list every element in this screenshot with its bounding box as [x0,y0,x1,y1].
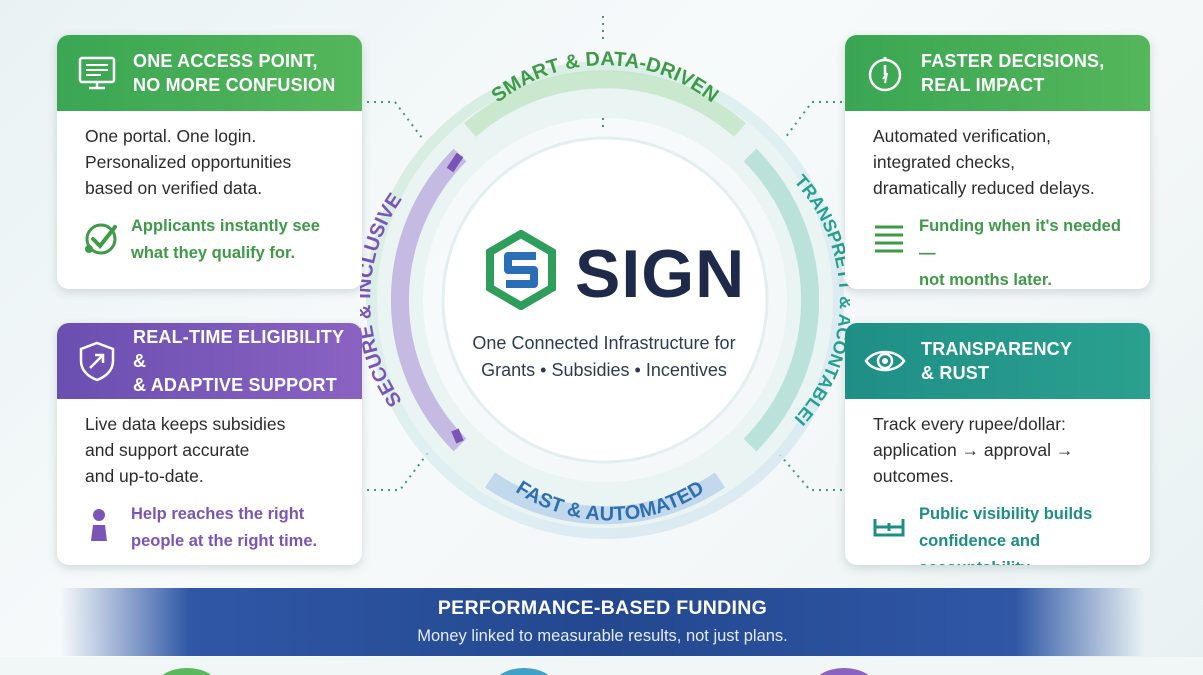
measure-bar-icon [873,519,905,537]
card-title-line1: FASTER DECISIONS, [921,51,1105,71]
body-line: Automated verification, [873,126,1052,146]
highlight-line: what they qualify for. [131,244,296,262]
body-line: outcomes. [873,466,954,486]
person-icon [91,509,107,541]
card-highlight: Help reaches the right people at the rig… [57,489,362,555]
card-body: One portal. One login. Personalized oppo… [57,111,362,201]
body-line: dramatically reduced delays. [873,178,1095,198]
card-title-line1: TRANSPARENCY [921,339,1073,359]
highlight-line: Applicants instantly see [131,217,320,235]
card-header: REAL-TIME ELIGIBILITY & & ADAPTIVE SUPPO… [57,323,362,399]
eye-icon [864,350,906,372]
card-one-access-point: ONE ACCESS POINT, NO MORE CONFUSION One … [57,35,362,289]
body-line: Live data keeps subsidies [85,414,286,434]
performance-banner: PERFORMANCE-BASED FUNDING Money linked t… [60,588,1145,656]
card-header: ONE ACCESS POINT, NO MORE CONFUSION [57,35,362,111]
highlight-line: not months later. [919,271,1052,289]
center-subtitle-line1: One Connected Infrastructure for [472,333,736,353]
bottom-strip [0,657,1203,675]
body-line: and support accurate [85,440,250,460]
banner-title: PERFORMANCE-BASED FUNDING [437,597,768,619]
sign-logo-icon [486,230,556,310]
ring-segment-left [391,148,467,452]
card-title-line1: ONE ACCESS POINT, [133,51,318,71]
body-line: Personalized opportunities [85,152,292,172]
center-subtitle: One Connected Infrastructure for Grants … [454,330,754,384]
body-line: Track every rupee/dollar: [873,414,1066,434]
card-highlight: Funding when it's needed— not months lat… [845,201,1150,289]
card-header: TRANSPARENCY & RUST [845,323,1150,399]
bottom-circle-green [155,668,219,675]
card-transparency-trust: TRANSPARENCY & RUST Track every rupee/do… [845,323,1150,565]
card-highlight: Applicants instantly see what they quali… [57,201,362,267]
feature-wheel: SMART & DATA-DRIVEN TRANSPRETT & ACONTAB… [360,16,850,539]
card-body: Live data keeps subsidies and support ac… [57,399,362,489]
highlight-line: Public visibility builds [919,505,1093,523]
card-header: FASTER DECISIONS, REAL IMPACT [845,35,1150,111]
body-line: application → approval → [873,440,1074,460]
bottom-circle-purple [812,668,876,675]
highlight-line: people at the right time. [131,532,318,550]
center-title: SIGN [575,236,746,312]
banner-subtitle: Money linked to measurable results, not … [417,627,788,645]
card-title-line2: & RUST [921,363,990,383]
stopwatch-icon [868,57,902,92]
card-highlight: Public visibility builds confidence and … [845,489,1150,565]
shield-arrow-icon [79,341,115,382]
ring-segment-right [743,148,819,452]
card-body: Automated verification, integrated check… [845,111,1150,201]
card-body: Track every rupee/dollar: application → … [845,399,1150,489]
card-title-line2: NO MORE CONFUSION [133,75,336,95]
list-lines-icon [875,225,903,253]
connector-lines [360,16,842,491]
body-line: integrated checks, [873,152,1016,172]
body-line: One portal. One login. [85,126,257,146]
checkmark-circle-icon [85,223,117,255]
ring-segment-top [464,70,746,137]
card-faster-decisions: FASTER DECISIONS, REAL IMPACT Automated … [845,35,1150,289]
highlight-line: confidence and accountability. [919,532,1041,565]
bottom-circle-blue [492,668,556,675]
card-title-line1: REAL-TIME ELIGIBILITY & [133,327,344,371]
highlight-line: Funding when it's needed— [919,217,1121,262]
highlight-line: Help reaches the right [131,505,305,523]
body-line: and up-to-date. [85,466,204,486]
card-title-line2: & ADAPTIVE SUPPORT [133,375,337,395]
card-title-line2: REAL IMPACT [921,75,1045,95]
card-real-time-eligibility: REAL-TIME ELIGIBILITY & & ADAPTIVE SUPPO… [57,323,362,565]
body-line: based on verified data. [85,178,263,198]
monitor-form-icon [78,56,116,90]
center-subtitle-line2: Grants • Subsidies • Incentives [481,360,727,380]
ring-segment-bottom [484,472,726,525]
